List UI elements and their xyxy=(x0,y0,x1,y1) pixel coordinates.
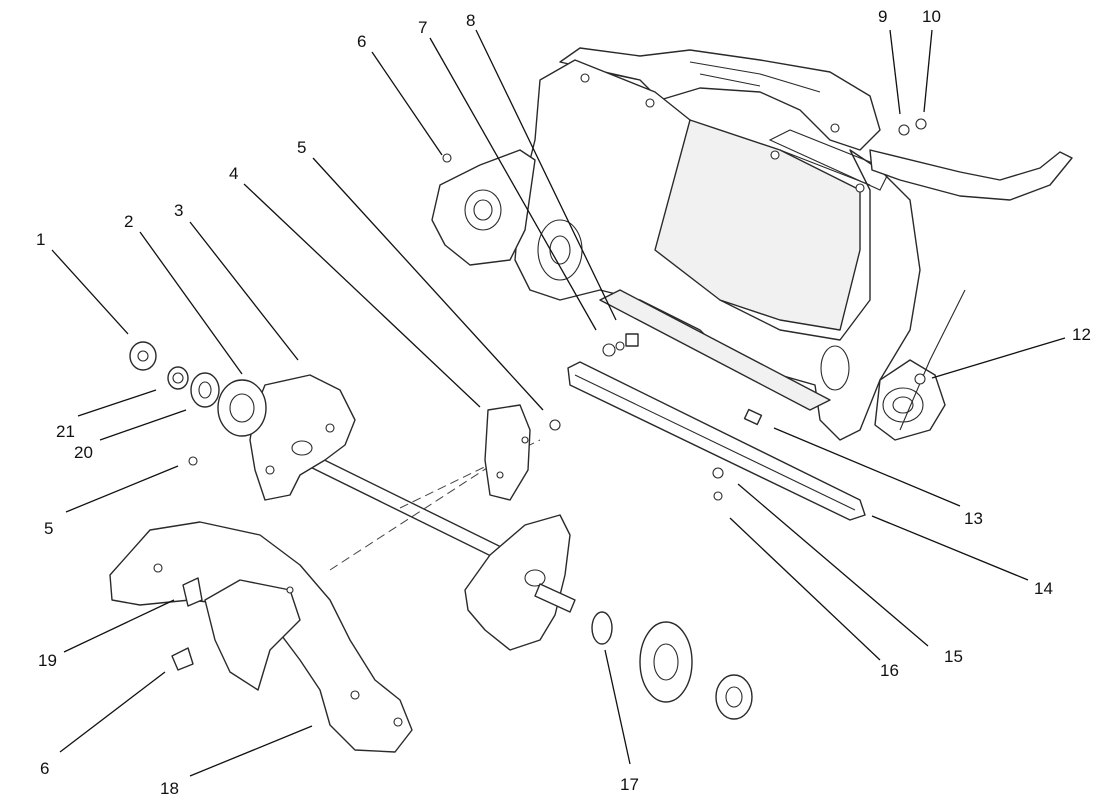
callout-12: 12 xyxy=(1072,325,1091,344)
callout-19: 19 xyxy=(38,651,57,670)
callout-17: 17 xyxy=(620,775,639,794)
callout-6-upper: 6 xyxy=(357,32,366,51)
callout-labels: 1 2 3 4 5 5 6 6 7 8 9 10 12 13 14 15 16 … xyxy=(36,7,1091,798)
auger-assembly xyxy=(129,341,753,720)
callout-1: 1 xyxy=(36,230,45,249)
callout-21: 21 xyxy=(56,422,75,441)
callout-14: 14 xyxy=(1034,579,1053,598)
callout-18: 18 xyxy=(160,779,179,798)
callout-10: 10 xyxy=(922,7,941,26)
callout-5-upper: 5 xyxy=(297,138,306,157)
callout-9: 9 xyxy=(878,7,887,26)
callout-16: 16 xyxy=(880,661,899,680)
auger-housing xyxy=(431,47,1073,441)
paddle-assembly xyxy=(109,521,413,753)
callout-13: 13 xyxy=(964,509,983,528)
scraper-bar xyxy=(567,289,866,521)
callout-15: 15 xyxy=(944,647,963,666)
housing-hardware xyxy=(442,118,927,501)
callout-20: 20 xyxy=(74,443,93,462)
callout-5-lower: 5 xyxy=(44,519,53,538)
callout-2: 2 xyxy=(124,212,133,231)
callout-7: 7 xyxy=(418,18,427,37)
callout-4: 4 xyxy=(229,164,238,183)
callout-3: 3 xyxy=(174,201,183,220)
leader-lines xyxy=(51,29,1066,777)
callout-8: 8 xyxy=(466,11,475,30)
callout-6-lower: 6 xyxy=(40,759,49,778)
